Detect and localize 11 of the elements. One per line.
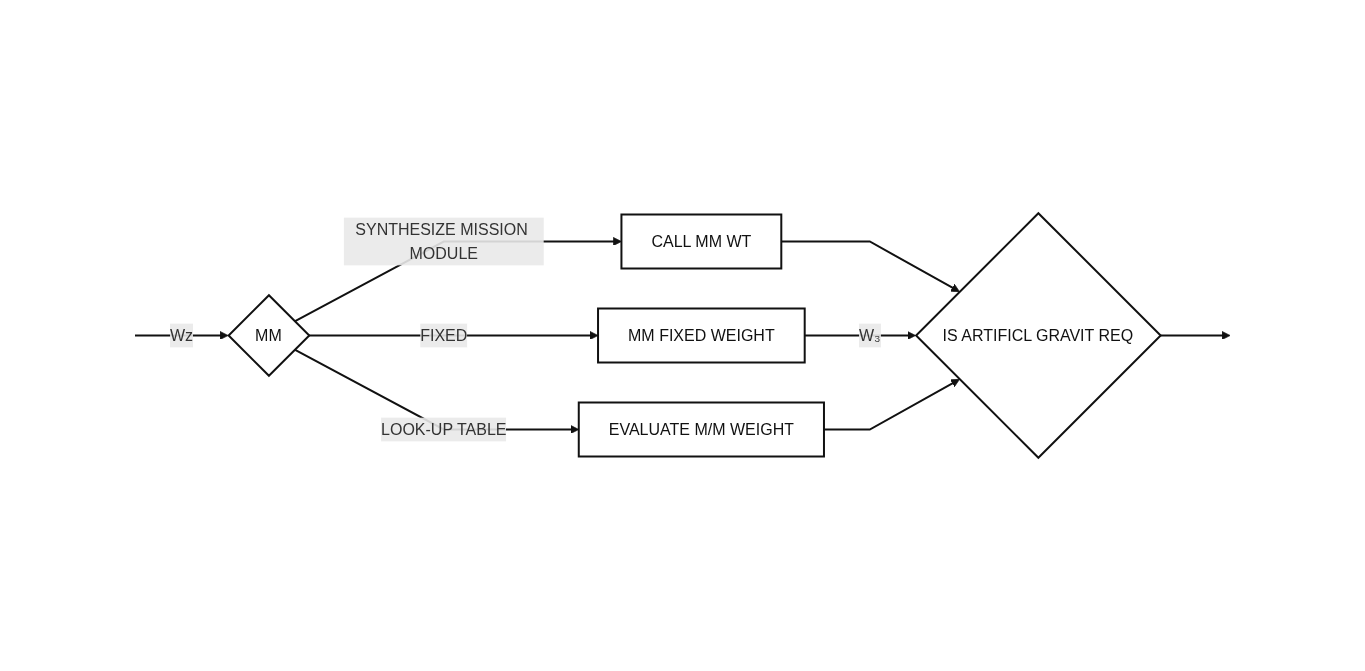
node-box: EVALUATE M/M WEIGHT	[577, 401, 825, 458]
node-diamond: IS ARTIFICL GRAVIT REQ	[914, 211, 1162, 460]
arrow	[1159, 331, 1231, 340]
edge-label: Wz	[169, 326, 194, 344]
edge-label: SYNTHESIZE MISSION MODULE	[355, 220, 528, 262]
edge-label: LOOK-UP TABLE	[380, 420, 507, 438]
node-diamond: MM	[227, 293, 311, 378]
edge-label: W₃	[858, 326, 881, 344]
node-box: MM FIXED WEIGHT	[596, 307, 806, 364]
node-box: CALL MM WT	[620, 213, 783, 270]
edge-label: FIXED	[420, 326, 468, 344]
